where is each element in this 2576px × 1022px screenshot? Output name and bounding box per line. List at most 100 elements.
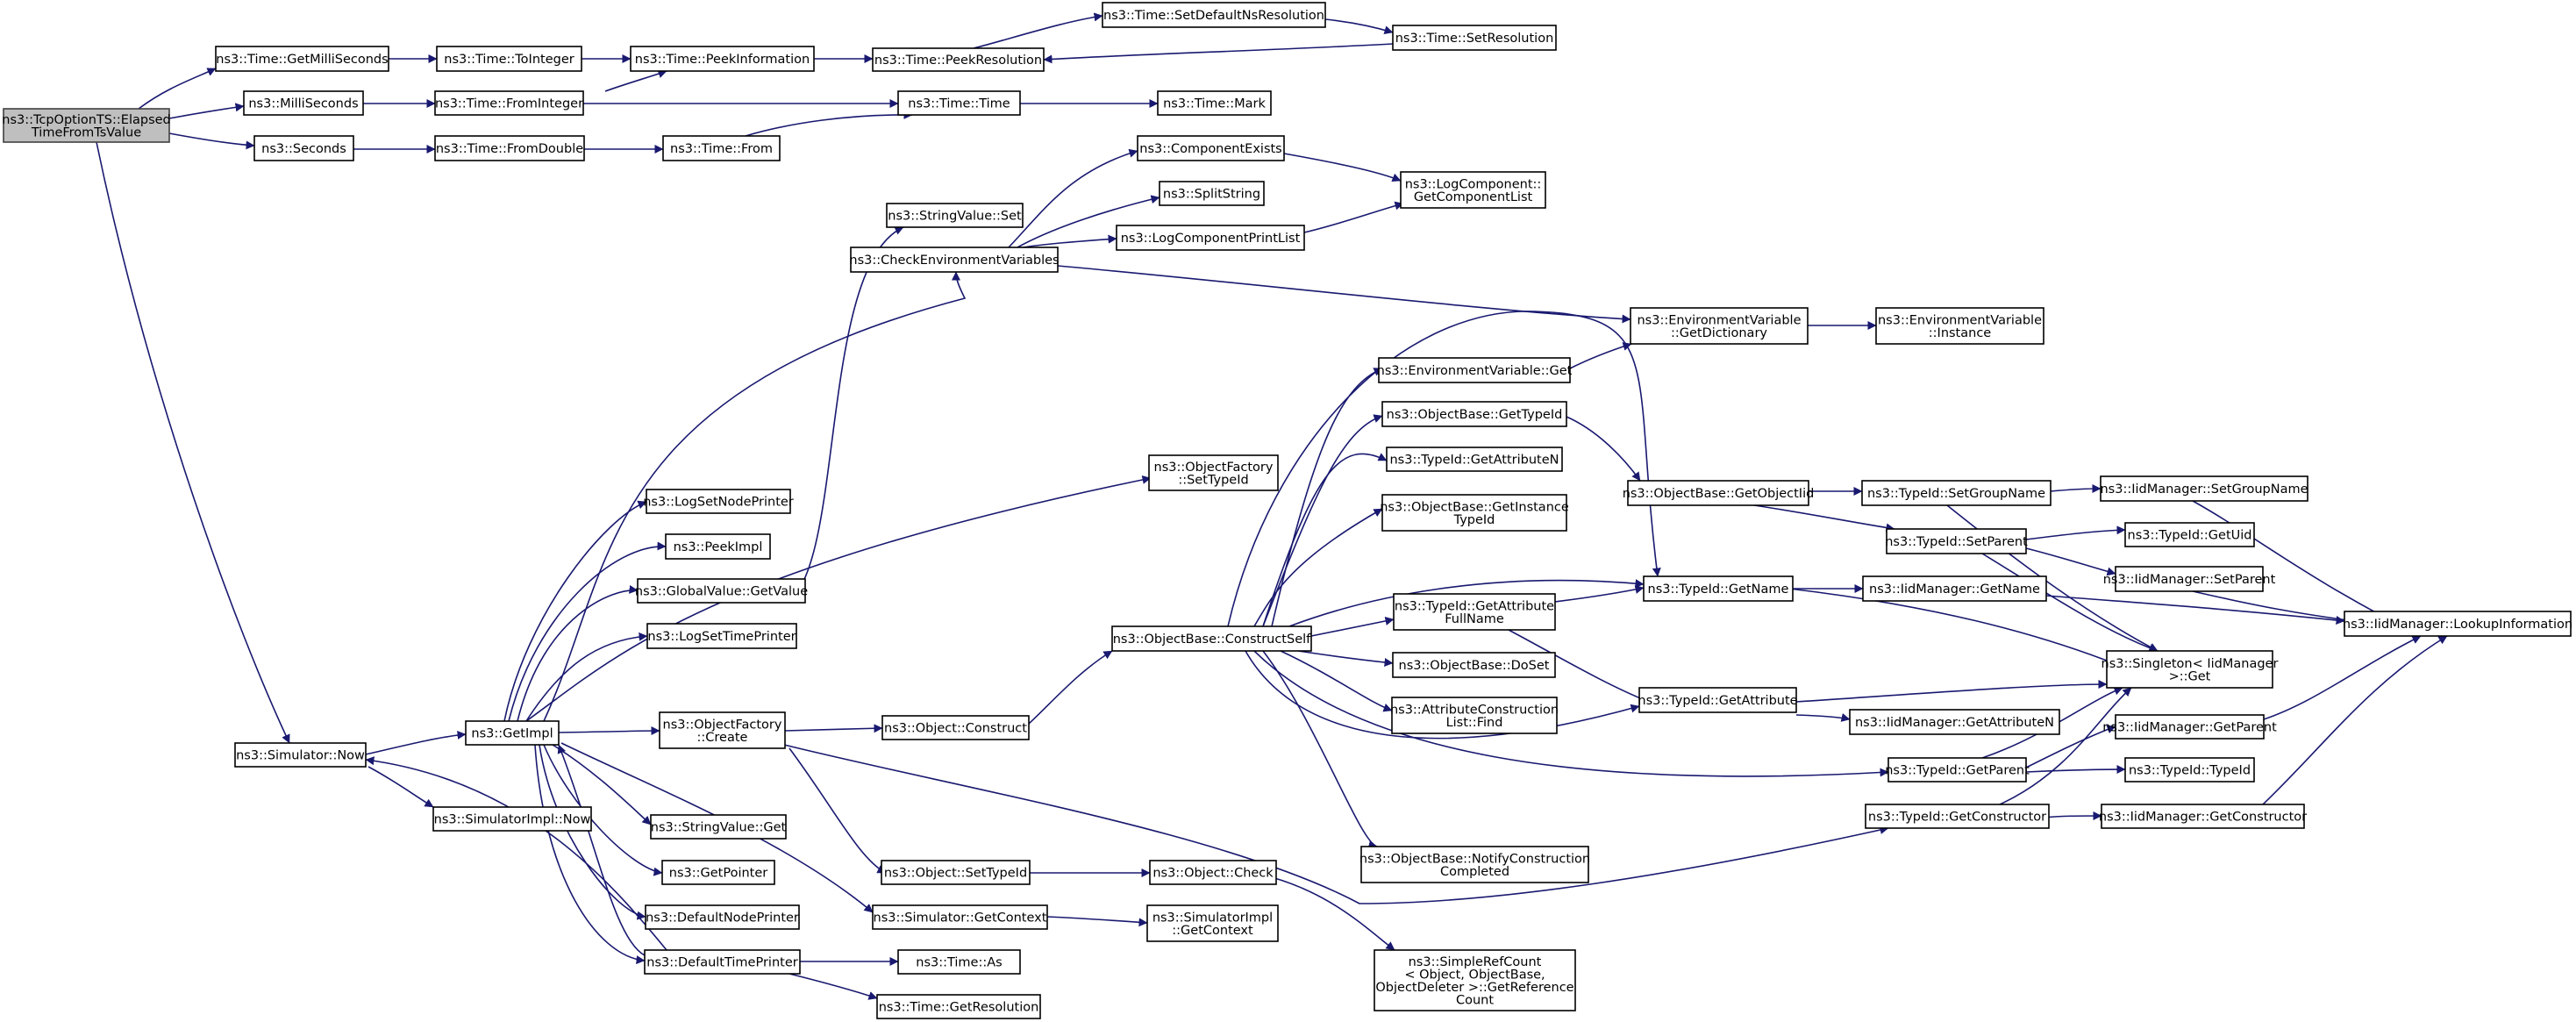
function-node-objfactsettid[interactable]: ns3::ObjectFactory::SetTypeId <box>1148 454 1279 491</box>
node-box <box>2124 522 2255 547</box>
function-node-tidgetconstructor[interactable]: ns3::TypeId::GetConstructor <box>1865 804 2050 829</box>
function-node-timegetres[interactable]: ns3::Time::GetResolution <box>876 994 1041 1019</box>
node-box <box>1849 709 2060 735</box>
node-label: ns3::Time::PeekInformation <box>635 53 810 67</box>
function-node-tidsetgroup[interactable]: ns3::TypeId::SetGroupName <box>1861 480 2052 506</box>
call-edge <box>96 141 290 744</box>
function-node-peekimpl[interactable]: ns3::PeekImpl <box>665 533 771 560</box>
function-node-getpointer[interactable]: ns3::GetPointer <box>661 860 775 885</box>
function-node-from[interactable]: ns3::Time::From <box>662 135 781 161</box>
node-box <box>644 949 801 975</box>
node-label: ns3::ObjectBase::GetTypeId <box>1387 408 1563 422</box>
function-node-simgetctx[interactable]: ns3::Simulator::GetContext <box>872 904 1048 930</box>
node-label: ns3::TypeId::GetParent <box>1885 764 2030 778</box>
call-edge <box>1253 650 1889 777</box>
function-node-objbasegettid[interactable]: ns3::ObjectBase::GetTypeId <box>1381 401 1567 427</box>
function-node-tidsetparent[interactable]: ns3::TypeId::SetParent <box>1885 528 2028 554</box>
node-box <box>872 47 1045 72</box>
node-label: ns3::IidManager::GetAttributeN <box>1855 716 2054 730</box>
function-node-tidgetname[interactable]: ns3::TypeId::GetName <box>1643 575 1794 602</box>
function-node-logcompprint[interactable]: ns3::LogComponentPrintList <box>1116 225 1305 251</box>
node-label: ns3::IidManager::LookupInformation <box>2343 618 2572 632</box>
function-node-strvalset[interactable]: ns3::StringValue::Set <box>886 203 1024 228</box>
function-node-milli[interactable]: ns3::MilliSeconds <box>243 90 364 116</box>
function-node-tidgetparent[interactable]: ns3::TypeId::GetParent <box>1885 757 2030 783</box>
function-node-tidgetattrn[interactable]: ns3::TypeId::GetAttributeN <box>1386 447 1563 472</box>
function-node-defnodeprinter[interactable]: ns3::DefaultNodePrinter <box>645 904 800 930</box>
function-node-iidgetconstructor[interactable]: ns3::IidManager::GetConstructor <box>2099 804 2307 829</box>
function-node-singletonget[interactable]: ns3::Singleton< IidManager >::Get <box>2101 650 2279 689</box>
function-node-objconstruct[interactable]: ns3::Object::Construct <box>881 715 1030 740</box>
function-node-tidtid[interactable]: ns3::TypeId::TypeId <box>2124 757 2255 783</box>
call-edge <box>1017 195 1160 248</box>
function-node-toint[interactable]: ns3::Time::ToInteger <box>436 46 582 72</box>
node-label: ns3::SimulatorImpl::Now <box>434 813 591 827</box>
function-node-objfactcreate[interactable]: ns3::ObjectFactory::Create <box>659 711 786 749</box>
function-node-iidlookup[interactable]: ns3::IidManager::LookupInformation <box>2343 611 2572 637</box>
function-node-simimplgetctx[interactable]: ns3::SimulatorImpl::GetContext <box>1146 904 1279 942</box>
function-node-iidsetgroup[interactable]: ns3::IidManager::SetGroupName <box>2100 475 2308 502</box>
function-node-simnow[interactable]: ns3::Simulator::Now <box>234 742 367 768</box>
function-node-tidgetattr[interactable]: ns3::TypeId::GetAttribute <box>1638 687 1798 713</box>
function-node-setdefns[interactable]: ns3::Time::SetDefaultNsResolution <box>1102 2 1326 28</box>
function-node-objnotify[interactable]: ns3::ObjectBase::NotifyConstructionCompl… <box>1359 846 1590 883</box>
function-node-mark[interactable]: ns3::Time::Mark <box>1157 90 1272 116</box>
function-node-envgetdict[interactable]: ns3::EnvironmentVariable::GetDictionary <box>1630 307 1809 345</box>
node-box <box>659 711 786 749</box>
function-node-splitstring[interactable]: ns3::SplitString <box>1159 181 1265 206</box>
function-node-objbasegetoid[interactable]: ns3::ObjectBase::GetObjectIid <box>1623 480 1815 506</box>
function-node-iidgetattrn[interactable]: ns3::IidManager::GetAttributeN <box>1849 709 2060 735</box>
function-node-simplerefcount[interactable]: ns3::SimpleRefCount< Object, ObjectBase,… <box>1374 949 1576 1011</box>
function-node-deftimeprinter[interactable]: ns3::DefaultTimePrinter <box>644 949 801 975</box>
function-node-iidgetparent[interactable]: ns3::IidManager::GetParent <box>2102 714 2277 740</box>
function-node-simimplnow[interactable]: ns3::SimulatorImpl::Now <box>432 806 592 832</box>
function-node-objcheck[interactable]: ns3::Object::Check <box>1149 860 1277 885</box>
function-node-globalgetvalue[interactable]: ns3::GlobalValue::GetValue <box>635 578 808 604</box>
function-node-iidgetname[interactable]: ns3::IidManager::GetName <box>1862 575 2047 602</box>
function-node-time[interactable]: ns3::Time::Time <box>897 90 1021 116</box>
function-node-getimpl[interactable]: ns3::GetImpl <box>465 720 560 746</box>
function-node-seconds[interactable]: ns3::Seconds <box>253 135 354 161</box>
function-node-envinstance[interactable]: ns3::EnvironmentVariable::Instance <box>1875 307 2044 345</box>
node-label: ns3::TypeId::SetParent <box>1885 535 2028 549</box>
function-node-objbaseconstruct[interactable]: ns3::ObjectBase::ConstructSelf <box>1111 625 1312 652</box>
function-node-logcomplist[interactable]: ns3::LogComponent::GetComponentList <box>1400 171 1546 209</box>
function-node-strvalget[interactable]: ns3::StringValue::Get <box>650 814 787 840</box>
call-edge <box>973 12 1103 49</box>
function-node-iidsetparent[interactable]: ns3::IidManager::SetParent <box>2103 566 2276 592</box>
function-node-compexists[interactable]: ns3::ComponentExists <box>1137 135 1285 161</box>
node-box <box>1875 307 2044 345</box>
call-edge <box>168 132 255 150</box>
call-edge <box>558 726 660 736</box>
node-label: ns3::DefaultTimePrinter <box>646 956 797 970</box>
function-node-fromint[interactable]: ns3::Time::FromInteger <box>434 90 584 116</box>
function-node-objbasedoset[interactable]: ns3::ObjectBase::DoSet <box>1392 652 1556 678</box>
call-edge <box>508 541 667 722</box>
function-node-checkenv[interactable]: ns3::CheckEnvironmentVariables <box>849 247 1060 273</box>
node-box <box>1159 181 1265 206</box>
function-node-objsettid[interactable]: ns3::Object::SetTypeId <box>881 860 1031 885</box>
node-label: ::Create <box>697 731 748 745</box>
function-node-peekres[interactable]: ns3::Time::PeekResolution <box>872 47 1045 72</box>
node-box <box>1116 225 1305 251</box>
function-node-setres[interactable]: ns3::Time::SetResolution <box>1392 25 1557 51</box>
function-node-timeas[interactable]: ns3::Time::As <box>897 949 1021 975</box>
function-node-logsettime[interactable]: ns3::LogSetTimePrinter <box>646 623 797 649</box>
node-label: ns3::TypeId::GetConstructor <box>1868 811 2046 825</box>
function-node-peekinfo[interactable]: ns3::Time::PeekInformation <box>630 46 815 72</box>
function-node-envget[interactable]: ns3::EnvironmentVariable::Get <box>1377 357 1573 383</box>
function-node-getmilli[interactable]: ns3::Time::GetMilliSeconds <box>215 46 389 72</box>
node-box <box>1391 697 1558 734</box>
function-node-logsetnode[interactable]: ns3::LogSetNodePrinter <box>643 489 794 514</box>
node-label: ns3::Simulator::GetContext <box>874 911 1047 926</box>
function-node-tidgetuid[interactable]: ns3::TypeId::GetUid <box>2124 522 2255 547</box>
node-label: ns3::Simulator::Now <box>236 749 365 763</box>
function-node-fromdouble[interactable]: ns3::Time::FromDouble <box>434 135 585 161</box>
node-box <box>1149 860 1277 885</box>
node-label: ns3::Singleton< IidManager <box>2101 657 2279 671</box>
